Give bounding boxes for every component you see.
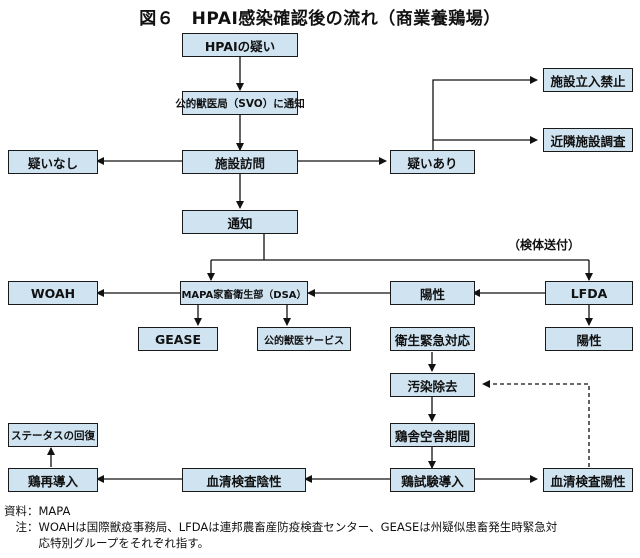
node-positive-mid: 陽性 <box>390 281 475 305</box>
node-positive-right: 陽性 <box>545 327 633 351</box>
arrow-serologypos-to-decontam <box>482 380 590 467</box>
node-no-suspicion: 疑いなし <box>8 150 98 174</box>
node-emergency-response: 衛生緊急対応 <box>390 327 475 351</box>
node-entry-ban: 施設立入禁止 <box>543 68 633 92</box>
node-lfda: LFDA <box>545 281 633 305</box>
node-gease: GEASE <box>138 327 218 351</box>
node-notification: 通知 <box>182 210 298 234</box>
node-woah: WOAH <box>8 281 98 305</box>
node-serology-positive: 血清検査陽性 <box>543 468 633 492</box>
node-empty-period: 鶏舎空舎期間 <box>390 423 475 447</box>
source-note: 資料：MAPA <box>4 504 71 518</box>
node-neighbor-survey: 近隣施設調査 <box>543 128 633 152</box>
node-restocking: 鶏再導入 <box>8 468 98 492</box>
node-decontamination: 汚染除去 <box>390 373 475 397</box>
node-suspected: 疑いあり <box>390 150 475 174</box>
node-status-recovery: ステータスの回復 <box>8 423 98 447</box>
node-mapa-dsa: MAPA家畜衛生部（DSA） <box>180 281 308 305</box>
edge-label-sample-shipment: （検体送付） <box>508 238 581 252</box>
node-sentinel-introduction: 鶏試験導入 <box>390 468 475 492</box>
footnote-line-2: 応特別グループをそれぞれ指す。 <box>4 536 210 550</box>
node-notify-svo: 公的獣医局（SVO）に通知 <box>175 91 305 115</box>
node-facility-visit: 施設訪問 <box>182 150 298 174</box>
node-hpai-suspect: HPAIの疑い <box>182 33 298 57</box>
figure-title: 図６ HPAI感染確認後の流れ（商業養鶏場） <box>139 9 501 29</box>
node-serology-negative: 血清検査陰性 <box>182 468 306 492</box>
node-public-vet-service: 公的獣医サービス <box>257 327 351 351</box>
footnote-line-1: 注：WOAHは国際獣疫事務局、LFDAは連邦農畜産防疫検査センター、GEASEは… <box>4 520 558 534</box>
arrow-suspected-to-entryban <box>432 76 538 150</box>
